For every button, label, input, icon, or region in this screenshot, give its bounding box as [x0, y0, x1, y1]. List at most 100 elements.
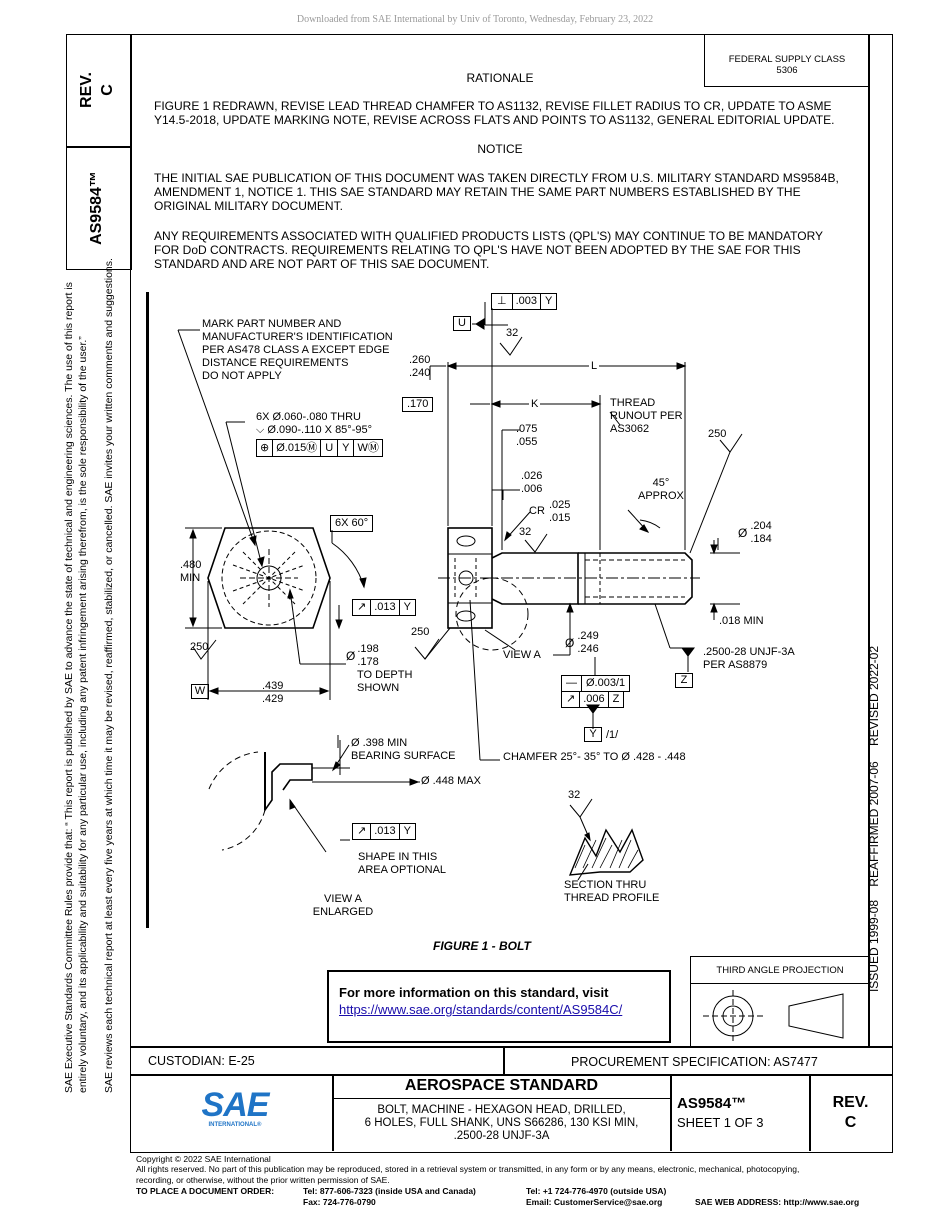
thread-note: .2500-28 UNJF-3A PER AS8879: [703, 646, 795, 672]
dim-260-max: .260: [409, 354, 431, 366]
max-448: Ø .448 MAX: [421, 775, 481, 787]
revision-bar: [146, 292, 149, 928]
std-type: AEROSPACE STANDARD: [404, 1077, 599, 1094]
mark-note-line1: MARK PART NUMBER AND: [202, 318, 342, 330]
runout-datum-2: Y: [403, 825, 411, 837]
datum-y: Y: [584, 727, 602, 742]
fin-250-mid: 250: [411, 626, 430, 638]
footer-rights-2: recording, or otherwise, without the pri…: [136, 1175, 390, 1185]
chamfer-45-angle: 45°: [652, 477, 670, 489]
runout-arrow-icon-2: ↗: [562, 692, 581, 707]
dim-204-symbol: Ø: [738, 525, 748, 540]
shape-note: SHAPE IN THIS AREA OPTIONAL: [358, 851, 446, 877]
thread-profile-section: [568, 798, 644, 881]
title-block-div-2: [332, 1074, 334, 1151]
view-a-enlarged-line1: VIEW A: [324, 893, 362, 905]
dim-260-min: .240: [409, 367, 431, 379]
perp-datum: Y: [545, 295, 553, 307]
main-frame: [130, 34, 893, 1153]
disclaimer-line-2: entirely voluntary, and its applicabilit…: [77, 336, 91, 1093]
download-banner: Downloaded from SAE International by Uni…: [296, 14, 654, 25]
position-fcf: ⊕ Ø.015Ⓜ U Y WⓂ: [256, 439, 383, 457]
footer-web[interactable]: SAE WEB ADDRESS: http://www.sae.org: [695, 1197, 860, 1207]
dim-K: K: [529, 398, 541, 411]
hex-outline: [207, 527, 331, 629]
mark-note-line4: DISTANCE REQUIREMENTS: [202, 357, 349, 369]
doc-number: AS9584™: [677, 1095, 747, 1112]
view-a-enlarged: [208, 740, 420, 853]
fin-250-left: 250: [190, 641, 209, 653]
notice-para-1: THE INITIAL SAE PUBLICATION OF THIS DOCU…: [154, 171, 839, 213]
dim-075: .075 .055: [516, 423, 537, 449]
dim-026-max: .026: [521, 470, 543, 482]
thread-runout-line3: AS3062: [610, 423, 650, 435]
thread-runout-line1: THREAD: [610, 397, 656, 409]
runout-z-datum: Z: [612, 693, 620, 705]
part-title: BOLT, MACHINE - HEXAGON HEAD, DRILLED, 6…: [333, 1104, 670, 1143]
side-doc-number: AS9584™: [88, 148, 108, 268]
projection-label: THIRD ANGLE PROJECTION: [716, 965, 844, 976]
hole-depth-2: SHOWN: [357, 682, 400, 694]
hole-dia-max: .198: [357, 643, 379, 655]
sae-logo: SAE INTERNATIONAL®: [200, 1088, 270, 1128]
revised-text: REVISED 2022-02: [867, 645, 881, 747]
dim-480: .480 MIN: [180, 559, 201, 585]
bearing-note: Ø .398 MIN BEARING SURFACE: [351, 737, 456, 763]
thread-runout-note: THREAD RUNOUT PER AS3062: [610, 397, 683, 436]
title-block-div-1: [503, 1046, 505, 1074]
reaffirmed-date: REAFFIRMED 2007-06: [867, 759, 883, 889]
dim-026: .026 .006: [521, 470, 542, 496]
cr-label: CR: [529, 505, 545, 517]
issued-date: ISSUED 1999-08: [867, 891, 883, 1001]
datum-u: U: [453, 316, 471, 331]
perp-fcf: ⊥ .003 Y: [491, 293, 558, 310]
rationale-heading: RATIONALE: [466, 71, 534, 85]
footer-order-label: TO PLACE A DOCUMENT ORDER:: [136, 1186, 275, 1196]
right-strip: [868, 34, 870, 1046]
footer-copyright: Copyright © 2022 SAE International: [136, 1154, 271, 1164]
dim-204-min: .184: [750, 533, 772, 545]
hex-head-view: [177, 329, 367, 700]
disclaimer-text-3: SAE reviews each technical report at lea…: [103, 258, 115, 1093]
projection-symbol-icon: [703, 990, 844, 1042]
y-note: /1/: [606, 729, 619, 741]
rev-block-label: REV.: [832, 1094, 869, 1111]
disclaimer-text-1: SAE Executive Standards Committee Rules …: [63, 282, 75, 1093]
figure-caption: FIGURE 1 - BOLT: [433, 939, 531, 953]
hole-dia-min: .178: [357, 656, 379, 668]
rev-box: [66, 34, 132, 148]
mark-note-line2: MANUFACTURER'S IDENTIFICATION: [202, 331, 393, 343]
bolt-drawing: [177, 302, 743, 881]
shank-dia: Ø .249 .246: [565, 630, 599, 656]
fin-32-shank: 32: [519, 526, 532, 538]
fin-32-section: 32: [568, 789, 581, 801]
side-doc-number-text: AS9584™: [88, 171, 105, 245]
view-a-circle: [455, 577, 529, 651]
title-block-div-3: [670, 1074, 672, 1151]
dim-075-min: .055: [516, 436, 538, 448]
straightness-value: Ø.003/1: [586, 677, 626, 689]
chamfer-note: CHAMFER 25°- 35° TO Ø .428 - .448: [503, 751, 686, 763]
footer-email[interactable]: Email: CustomerService@sae.org: [526, 1197, 663, 1207]
custodian: CUSTODIAN: E-25: [148, 1054, 255, 1068]
supply-class-line2: 5306: [776, 65, 798, 76]
thread-note-spec: .2500-28 UNJF-3A: [703, 646, 795, 658]
title-block-div-4: [809, 1074, 811, 1151]
thread-note-ref: PER AS8879: [703, 659, 768, 671]
datum-w: W: [191, 684, 209, 699]
shape-note-line2: AREA OPTIONAL: [358, 864, 447, 876]
bolt-side-view: [414, 302, 743, 729]
bearing-surface: BEARING SURFACE: [351, 750, 456, 762]
info-box-link[interactable]: https://www.sae.org/standards/content/AS…: [339, 1002, 623, 1017]
info-box: For more information on this standard, v…: [327, 970, 671, 1043]
fin-32-top: 32: [506, 327, 519, 339]
six-x-60-box: 6X 60°: [330, 515, 374, 532]
disclaimer-text-2: entirely voluntary, and its applicabilit…: [77, 336, 89, 1093]
position-symbol: ⊕: [257, 440, 274, 456]
thread-runout-line2: RUNOUT PER: [610, 410, 683, 422]
shape-note-line1: SHAPE IN THIS: [358, 851, 438, 863]
runout-arrow-icon: ↗: [353, 600, 372, 615]
sae-logo-sub: INTERNATIONAL®: [208, 1122, 262, 1128]
holes-note-line2: ⌵ Ø.090-.110 X 85°-95°: [256, 424, 372, 436]
footer-rights: All rights reserved. No part of this pub…: [136, 1164, 800, 1174]
